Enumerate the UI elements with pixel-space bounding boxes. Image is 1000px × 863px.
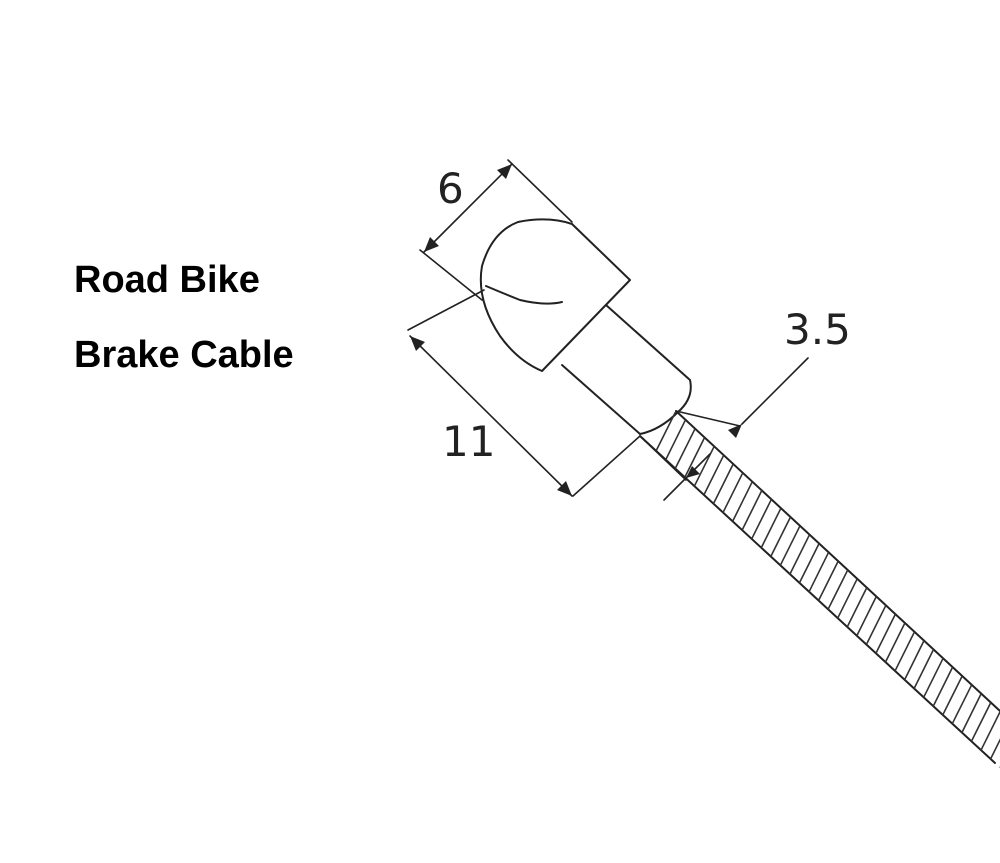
cable-strand-line (798, 543, 820, 584)
dimension-label-6: 6 (437, 164, 464, 213)
cable-collar (561, 304, 692, 435)
cable-strand-line (960, 693, 982, 734)
cable-strand-line (779, 525, 801, 567)
cable-strand-line (836, 578, 858, 620)
cable-strand-line (664, 419, 687, 461)
cable-strand-line (722, 472, 744, 514)
cable-strand-line (989, 719, 1000, 761)
cable-strand-line (769, 516, 792, 558)
cable-strand-line (788, 534, 811, 575)
cable-strand-line (932, 666, 954, 708)
cable-strand-line (922, 657, 944, 699)
cable-strand-line (674, 428, 696, 469)
dimension-3-5: 3.5 (639, 305, 851, 501)
cable-strand-line (951, 684, 973, 726)
cable-strand-line (655, 411, 677, 452)
cable-strand-line (741, 490, 763, 531)
cable-strand-line (912, 649, 935, 690)
cable-strand-line (970, 702, 992, 743)
dimension-11: 11 (407, 289, 641, 497)
cable-head (479, 218, 631, 372)
cable-strand-line (979, 710, 1000, 752)
dimension-label-11: 11 (442, 417, 495, 466)
cable-strand-line (855, 596, 878, 637)
cable-strand-line (712, 463, 734, 505)
cable-strand-line (684, 437, 706, 478)
cable-strand-line (827, 569, 849, 611)
cable-strand-line (731, 481, 754, 522)
title-line-2: Brake Cable (74, 334, 294, 376)
cable-strand-line (808, 551, 830, 593)
cable-strand-line (893, 631, 916, 673)
cable-strand-line (884, 622, 906, 664)
cable-strand-line (817, 560, 839, 602)
cable-strand-line (703, 454, 725, 496)
cable-strand-line (760, 507, 782, 549)
cable-strand-line (846, 587, 868, 628)
cable-strand-line (874, 613, 897, 655)
cable-strand-line (750, 498, 773, 540)
cable-strand-line (941, 675, 963, 717)
cable-strand-line (865, 604, 887, 646)
dimension-6: 6 (419, 159, 573, 301)
dimension-label-3-5: 3.5 (784, 305, 851, 354)
stranded-cable (639, 410, 1000, 768)
title-line-1: Road Bike (74, 259, 260, 301)
cable-strand-line (903, 640, 925, 681)
cable-strand-line (693, 445, 715, 487)
